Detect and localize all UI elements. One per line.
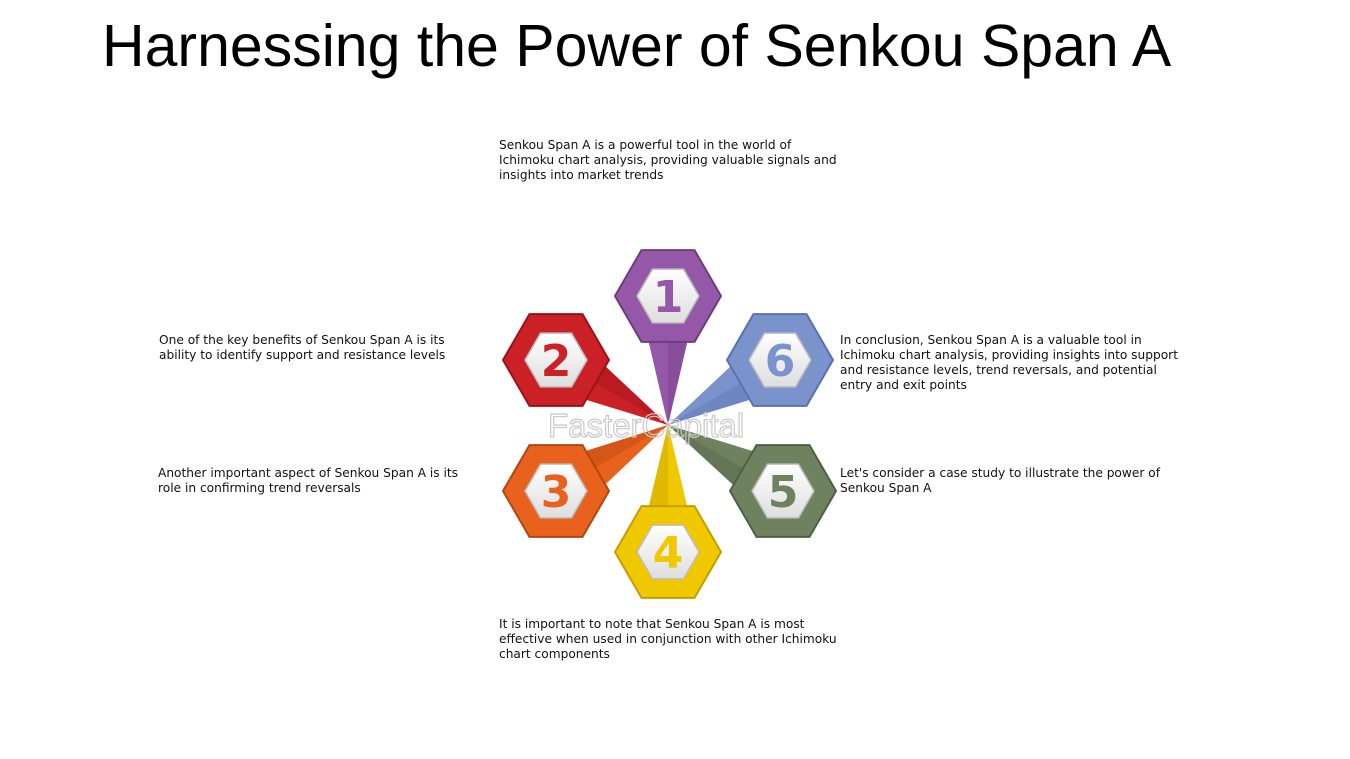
watermark-text: FasterCapital bbox=[548, 407, 744, 444]
petal-1-badge bbox=[636, 268, 700, 324]
petal-4-badge bbox=[636, 524, 700, 580]
step-1-text: Senkou Span A is a powerful tool in the … bbox=[499, 138, 837, 182]
petal-6-badge bbox=[748, 332, 812, 388]
step-5-text: Let's consider a case study to illustrat… bbox=[840, 466, 1160, 495]
badges-group: 1 2 3 4 5 6 bbox=[524, 268, 815, 580]
page-title: Harnessing the Power of Senkou Span A bbox=[102, 13, 1172, 79]
petal-4-number: 4 bbox=[653, 528, 684, 579]
petal-2-badge bbox=[524, 332, 588, 388]
petal-1-number: 1 bbox=[653, 272, 684, 323]
petal-5-number: 5 bbox=[768, 467, 799, 518]
petals-group bbox=[501, 249, 838, 599]
petal-6-number: 6 bbox=[765, 336, 796, 387]
petal-3-badge bbox=[524, 463, 588, 519]
petal-3-number: 3 bbox=[541, 467, 572, 518]
step-3-text: Another important aspect of Senkou Span … bbox=[158, 466, 459, 495]
step-2-text: One of the key benefits of Senkou Span A… bbox=[159, 333, 446, 362]
step-4-text: It is important to note that Senkou Span… bbox=[499, 617, 837, 661]
petal-2-number: 2 bbox=[541, 336, 572, 387]
petal-5-badge bbox=[751, 463, 815, 519]
step-6-text: In conclusion, Senkou Span A is a valuab… bbox=[840, 333, 1178, 392]
